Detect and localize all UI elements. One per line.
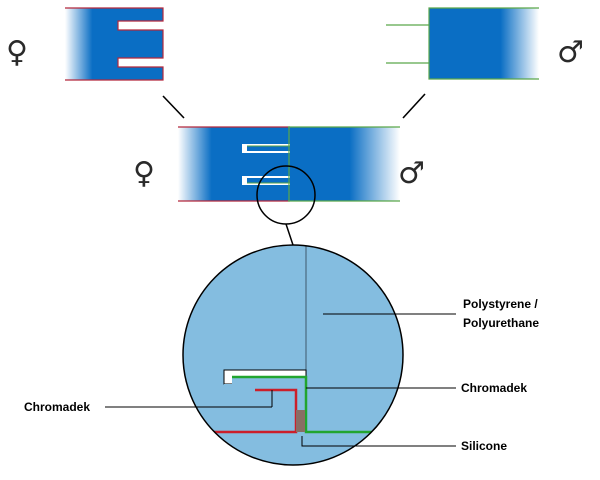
male-panel [386,7,539,80]
label-polystyrene-line1: Polystyrene / [463,297,538,311]
connector-left [162,95,185,119]
female-symbol-middle: ♀ [133,156,155,191]
zoom-detail [182,244,404,466]
connector-right [402,93,426,119]
female-panel [65,7,164,81]
silicone-seal [296,410,305,432]
male-symbol-middle: ♂ [398,156,425,191]
male-symbol-top: ♂ [557,35,584,70]
label-silicone: Silicone [461,439,507,453]
female-symbol-top: ♀ [6,35,28,70]
magnifier-connector [285,223,294,246]
label-chromadek-left: Chromadek [24,400,90,414]
joined-panels [178,126,400,202]
leader-silicone [301,436,456,447]
label-polystyrene-line2: Polyurethane [463,316,539,330]
label-chromadek-right: Chromadek [461,381,527,395]
